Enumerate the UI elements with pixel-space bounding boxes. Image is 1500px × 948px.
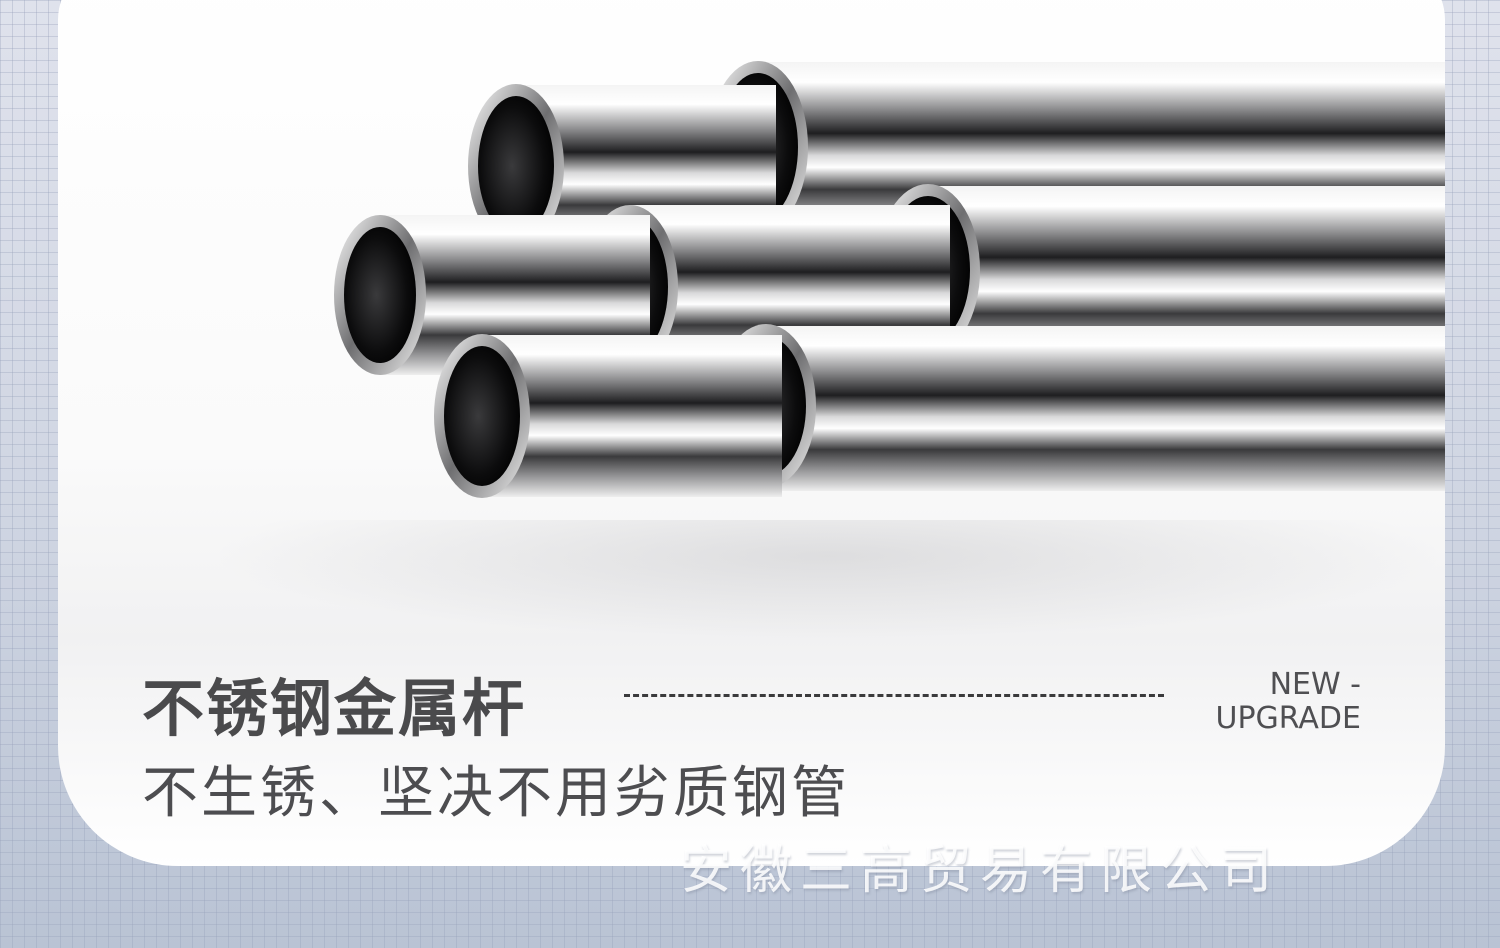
product-title: 不锈钢金属杆 [142, 672, 527, 745]
pipe-bottom-left [434, 334, 782, 498]
product-subtitle: 不生锈、坚决不用劣质钢管 [142, 761, 850, 826]
company-watermark: 安徽三高贸易有限公司 [680, 841, 1281, 901]
dashed-divider [624, 694, 1164, 697]
badge-line-1: NEW - [1269, 667, 1361, 702]
product-card: 不锈钢金属杆 NEW - UPGRADE 不生锈、坚决不用劣质钢管 [58, 0, 1445, 866]
badge-line-2: UPGRADE [1215, 701, 1361, 736]
steel-pipes-image [334, 61, 1445, 498]
new-upgrade-badge: NEW - UPGRADE [1215, 668, 1361, 736]
pipe-bottom-right [716, 324, 1445, 491]
floor-shadow [208, 520, 1445, 640]
